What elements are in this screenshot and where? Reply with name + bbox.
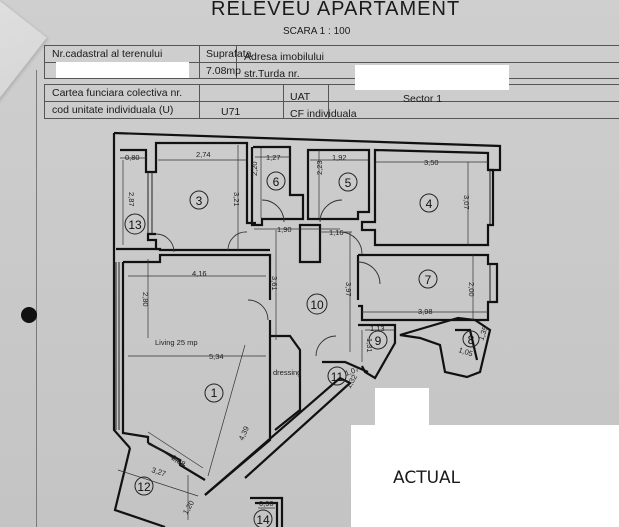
dim-2-87: 2,87 (127, 192, 136, 207)
dim-1-20: 1,20 (181, 499, 196, 516)
dim-3-97: 3,97 (344, 282, 353, 297)
room-4-label: 4 (426, 197, 433, 211)
overlay-panel (351, 425, 619, 527)
cadastral-label: Nr.cadastral al terenului (52, 48, 163, 60)
room-7-label: 7 (425, 273, 432, 287)
dim-0-90: 0,90 (259, 499, 274, 508)
room-6-label: 6 (273, 175, 280, 189)
dim-3-61: 3,61 (270, 276, 279, 291)
room-11-label: 11 (331, 370, 344, 384)
scale-label: SCARA 1 : 100 (283, 26, 351, 37)
dim-0-80: 0,80 (125, 153, 140, 162)
cf-individual-label: CF individuala (290, 108, 357, 120)
dim-1-92: 1,92 (332, 153, 347, 162)
punch-hole (21, 307, 37, 323)
dim-3-21: 3,21 (232, 192, 241, 207)
dim-3-98: 3,98 (418, 307, 433, 316)
cod-unitate-label: cod unitate individuala (U) (52, 104, 174, 116)
dim-3-50: 3,50 (424, 158, 439, 167)
dim-1-90: 1,90 (277, 225, 292, 234)
room-5-label: 5 (345, 176, 352, 190)
dim-1-13: 1,13 (370, 324, 385, 333)
room-10-label: 10 (310, 298, 324, 312)
address-value: str.Turda nr. (244, 68, 300, 80)
dim-3-07: 3,07 (462, 195, 471, 210)
overlay-tab (375, 388, 429, 428)
dim-3-27: 3,27 (150, 465, 167, 478)
dim-2-23: 2,23 (315, 160, 324, 175)
margin-line (36, 70, 37, 527)
page-title: RELEVEU APARTAMENT (211, 0, 461, 20)
room-9-label: 9 (375, 334, 382, 348)
dressing-annotation: dressing (273, 368, 301, 377)
room-8-label: 8 (468, 333, 475, 347)
dim-2-20: 2,20 (250, 161, 259, 176)
room-12-label: 12 (137, 480, 151, 494)
surface-label: Suprafata (206, 48, 252, 60)
cf-collective-label: Cartea funciara colectiva nr. (52, 87, 183, 99)
uat-label: UAT (290, 91, 311, 103)
address-label: Adresa imobilului (244, 51, 324, 63)
dim-1-27: 1,27 (266, 153, 281, 162)
redacted-address-number (355, 65, 509, 90)
living-annotation: Living 25 mp (155, 338, 198, 347)
dim-4-16: 4,16 (192, 269, 207, 278)
room-14-label: 14 (256, 513, 270, 527)
room-13-label: 13 (128, 218, 142, 232)
dim-2-74: 2,74 (196, 150, 211, 159)
dim-4-39: 4,39 (237, 425, 251, 442)
redacted-cadastral-value (56, 62, 189, 78)
cod-unitate-value: U71 (221, 106, 241, 118)
dim-1-31: 1,31 (365, 338, 374, 353)
dim-2-68: 2,68 (170, 453, 187, 469)
dim-2-80: 2,80 (141, 292, 150, 307)
room-1-label: 1 (211, 386, 218, 400)
dim-1-05: 1,05 (457, 345, 474, 358)
actual-label: ACTUAL (393, 468, 461, 488)
surface-value: 7.08mp (206, 65, 242, 77)
room-3-label: 3 (196, 194, 203, 208)
dim-5-34: 5,34 (209, 352, 224, 361)
dim-2-00: 2,00 (467, 282, 476, 297)
uat-value: Sector 1 (403, 93, 443, 105)
dim-1-16: 1,16 (329, 228, 344, 237)
